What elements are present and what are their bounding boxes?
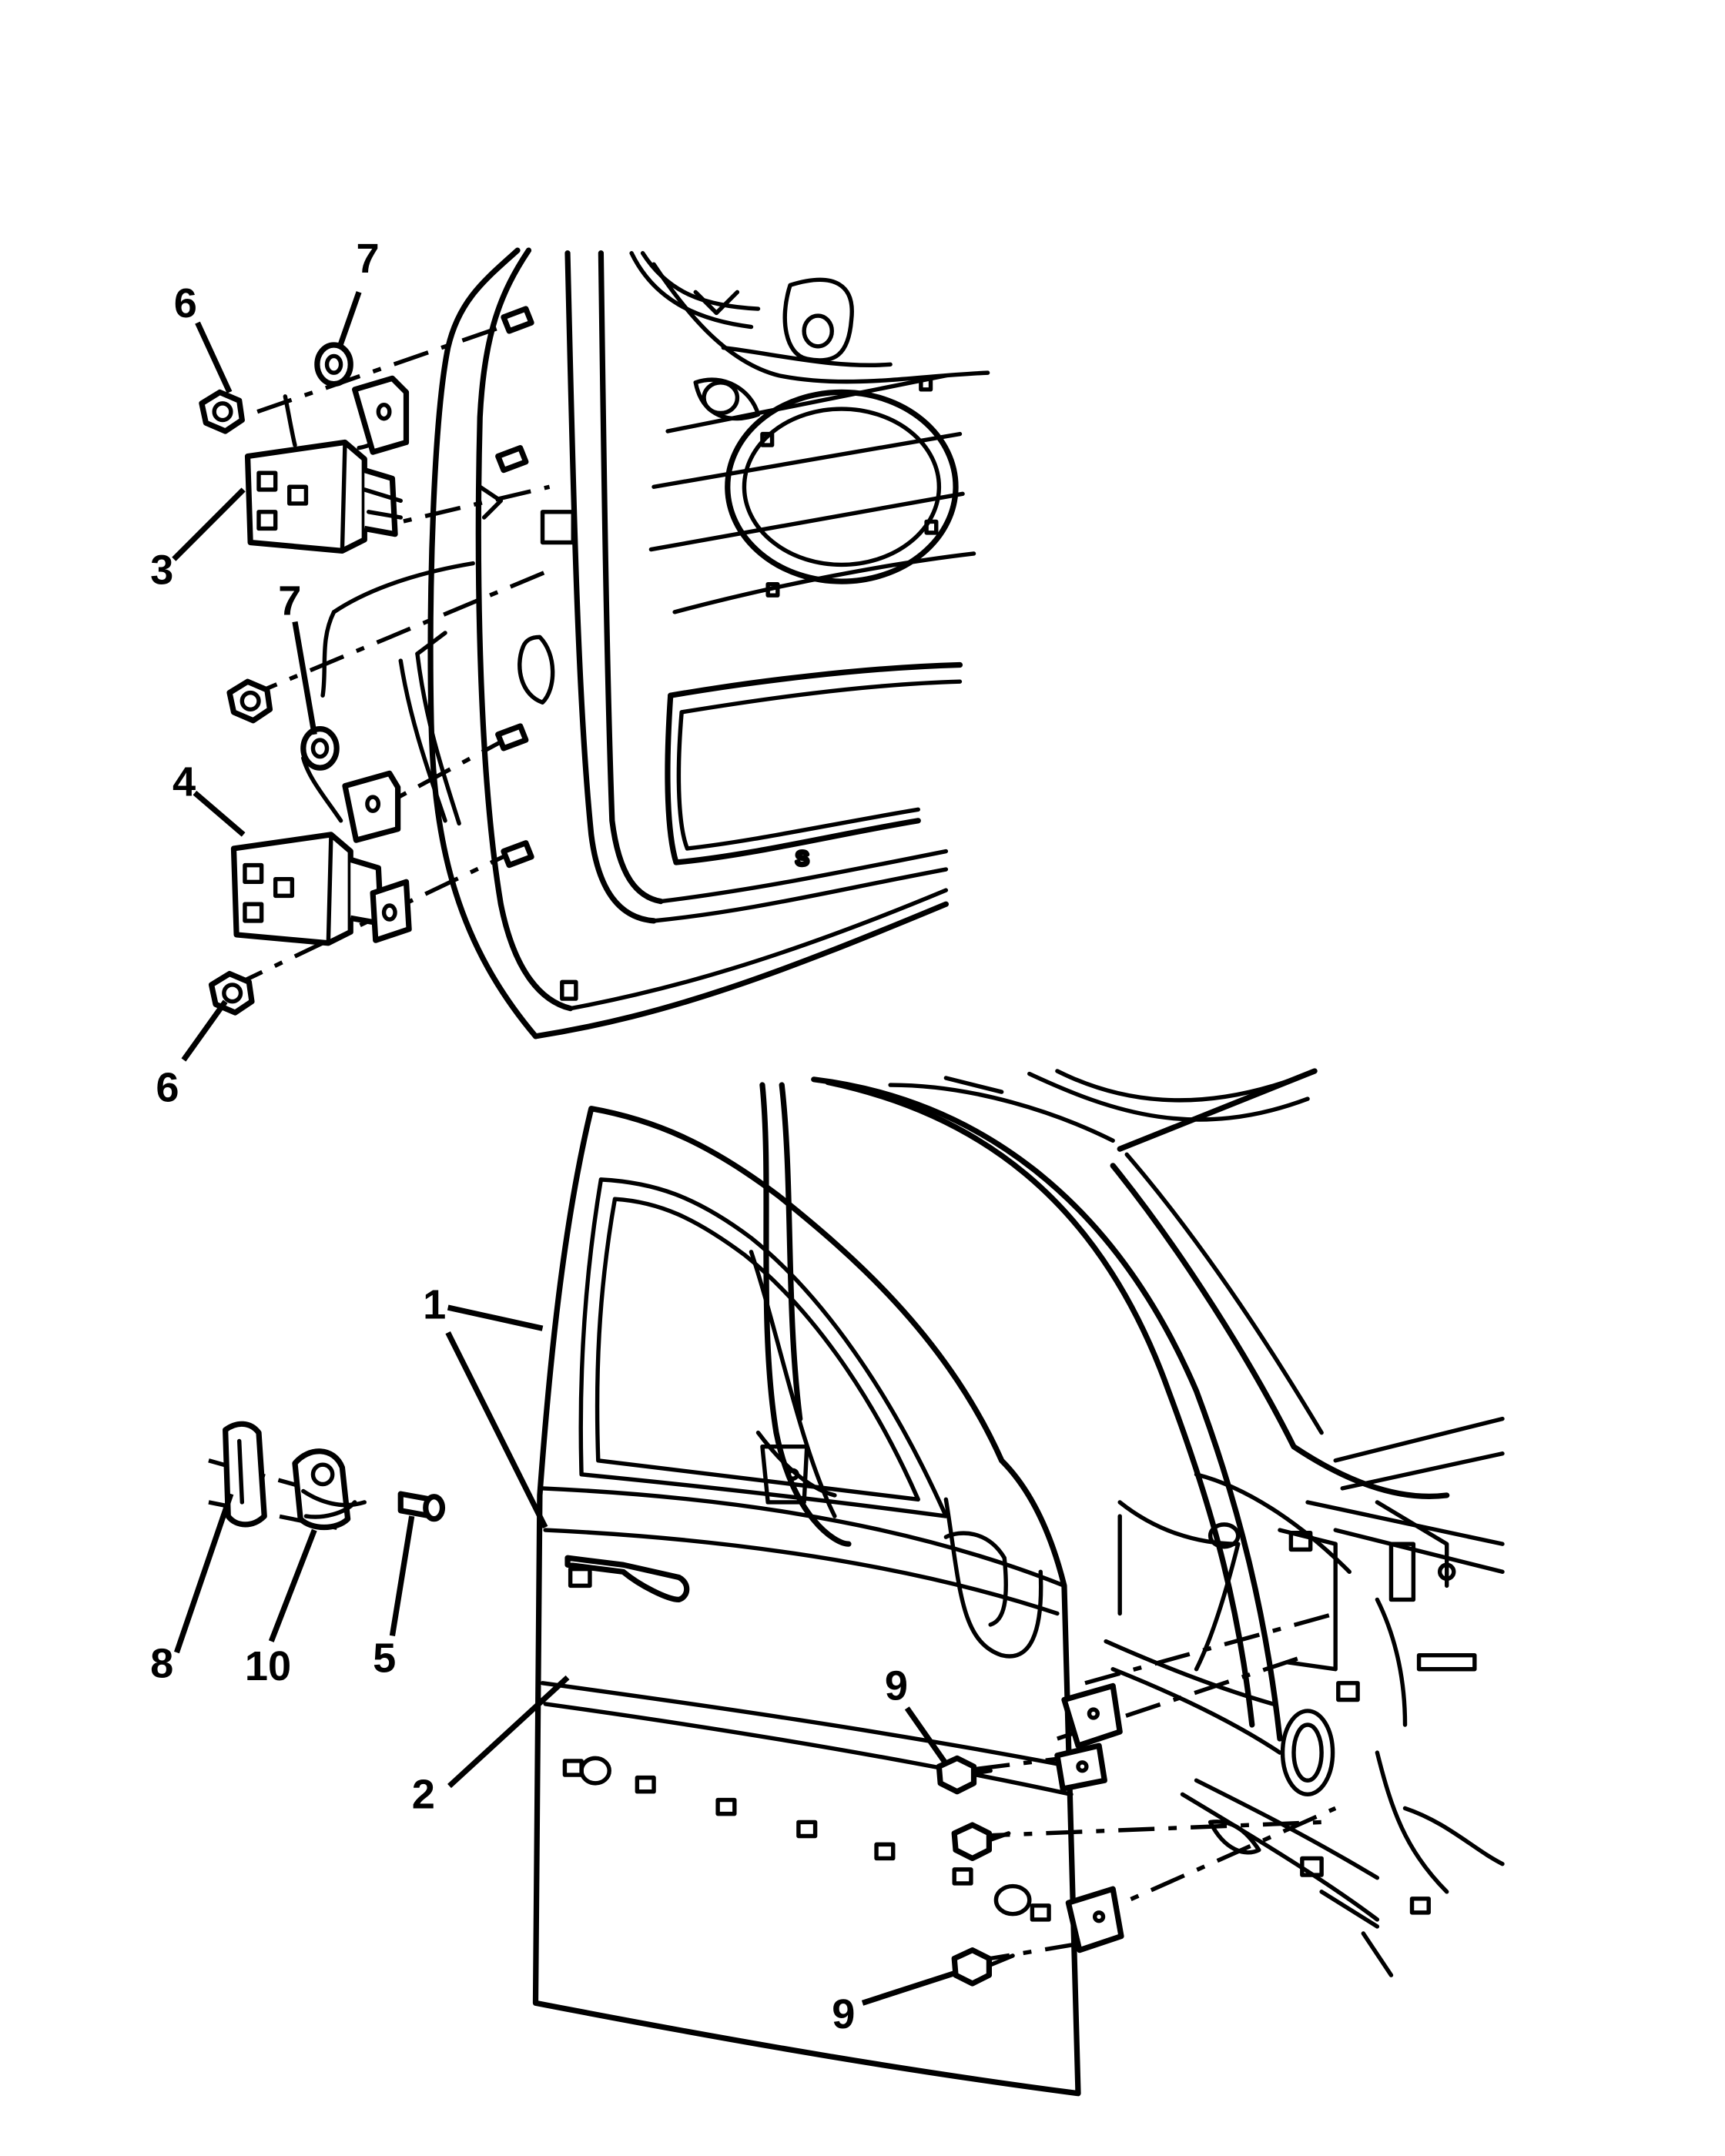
check-strap-pivot — [292, 1448, 367, 1530]
upper-hinge — [244, 375, 410, 554]
lower-hinge — [230, 755, 412, 946]
callout-4: 4 — [172, 758, 196, 805]
bottom-alignment-lines — [208, 1458, 1337, 1964]
nut-middle — [226, 678, 273, 724]
bolt-middle — [951, 1822, 1011, 1862]
door-inner-panel: S — [283, 247, 990, 1040]
bolt-upper — [936, 1755, 993, 1795]
panel-stamp: S — [796, 849, 809, 870]
nut-upper — [199, 389, 245, 434]
callout-8: 8 — [150, 1641, 173, 1687]
callout-6-upper: 6 — [174, 280, 197, 326]
body-a-pillar — [749, 1068, 1505, 1977]
callouts: 6 7 3 7 4 6 1 2 8 10 5 9 9 — [150, 236, 908, 2037]
check-strap-screw — [397, 1491, 446, 1522]
check-strap-bracket — [223, 1421, 267, 1528]
leader-lines — [172, 291, 958, 2006]
washer-lower — [300, 725, 340, 771]
callout-7-lower: 7 — [278, 578, 301, 624]
nut-lower — [208, 970, 255, 1016]
callout-5: 5 — [373, 1635, 396, 1681]
door-studs — [495, 306, 534, 869]
callout-6-lower: 6 — [156, 1065, 179, 1111]
front-door-shell — [532, 1106, 1081, 2097]
callout-9-lower: 9 — [832, 1991, 855, 2037]
door-hinge-lower — [1065, 1886, 1124, 1953]
callout-7-upper: 7 — [356, 236, 379, 282]
callout-3: 3 — [150, 547, 173, 594]
callout-2: 2 — [412, 1771, 435, 1817]
callout-1: 1 — [423, 1282, 446, 1328]
callout-9-upper: 9 — [885, 1662, 908, 1709]
callout-10: 10 — [245, 1643, 291, 1689]
washer-upper — [314, 342, 353, 387]
door-hinge-upper — [1054, 1682, 1123, 1792]
